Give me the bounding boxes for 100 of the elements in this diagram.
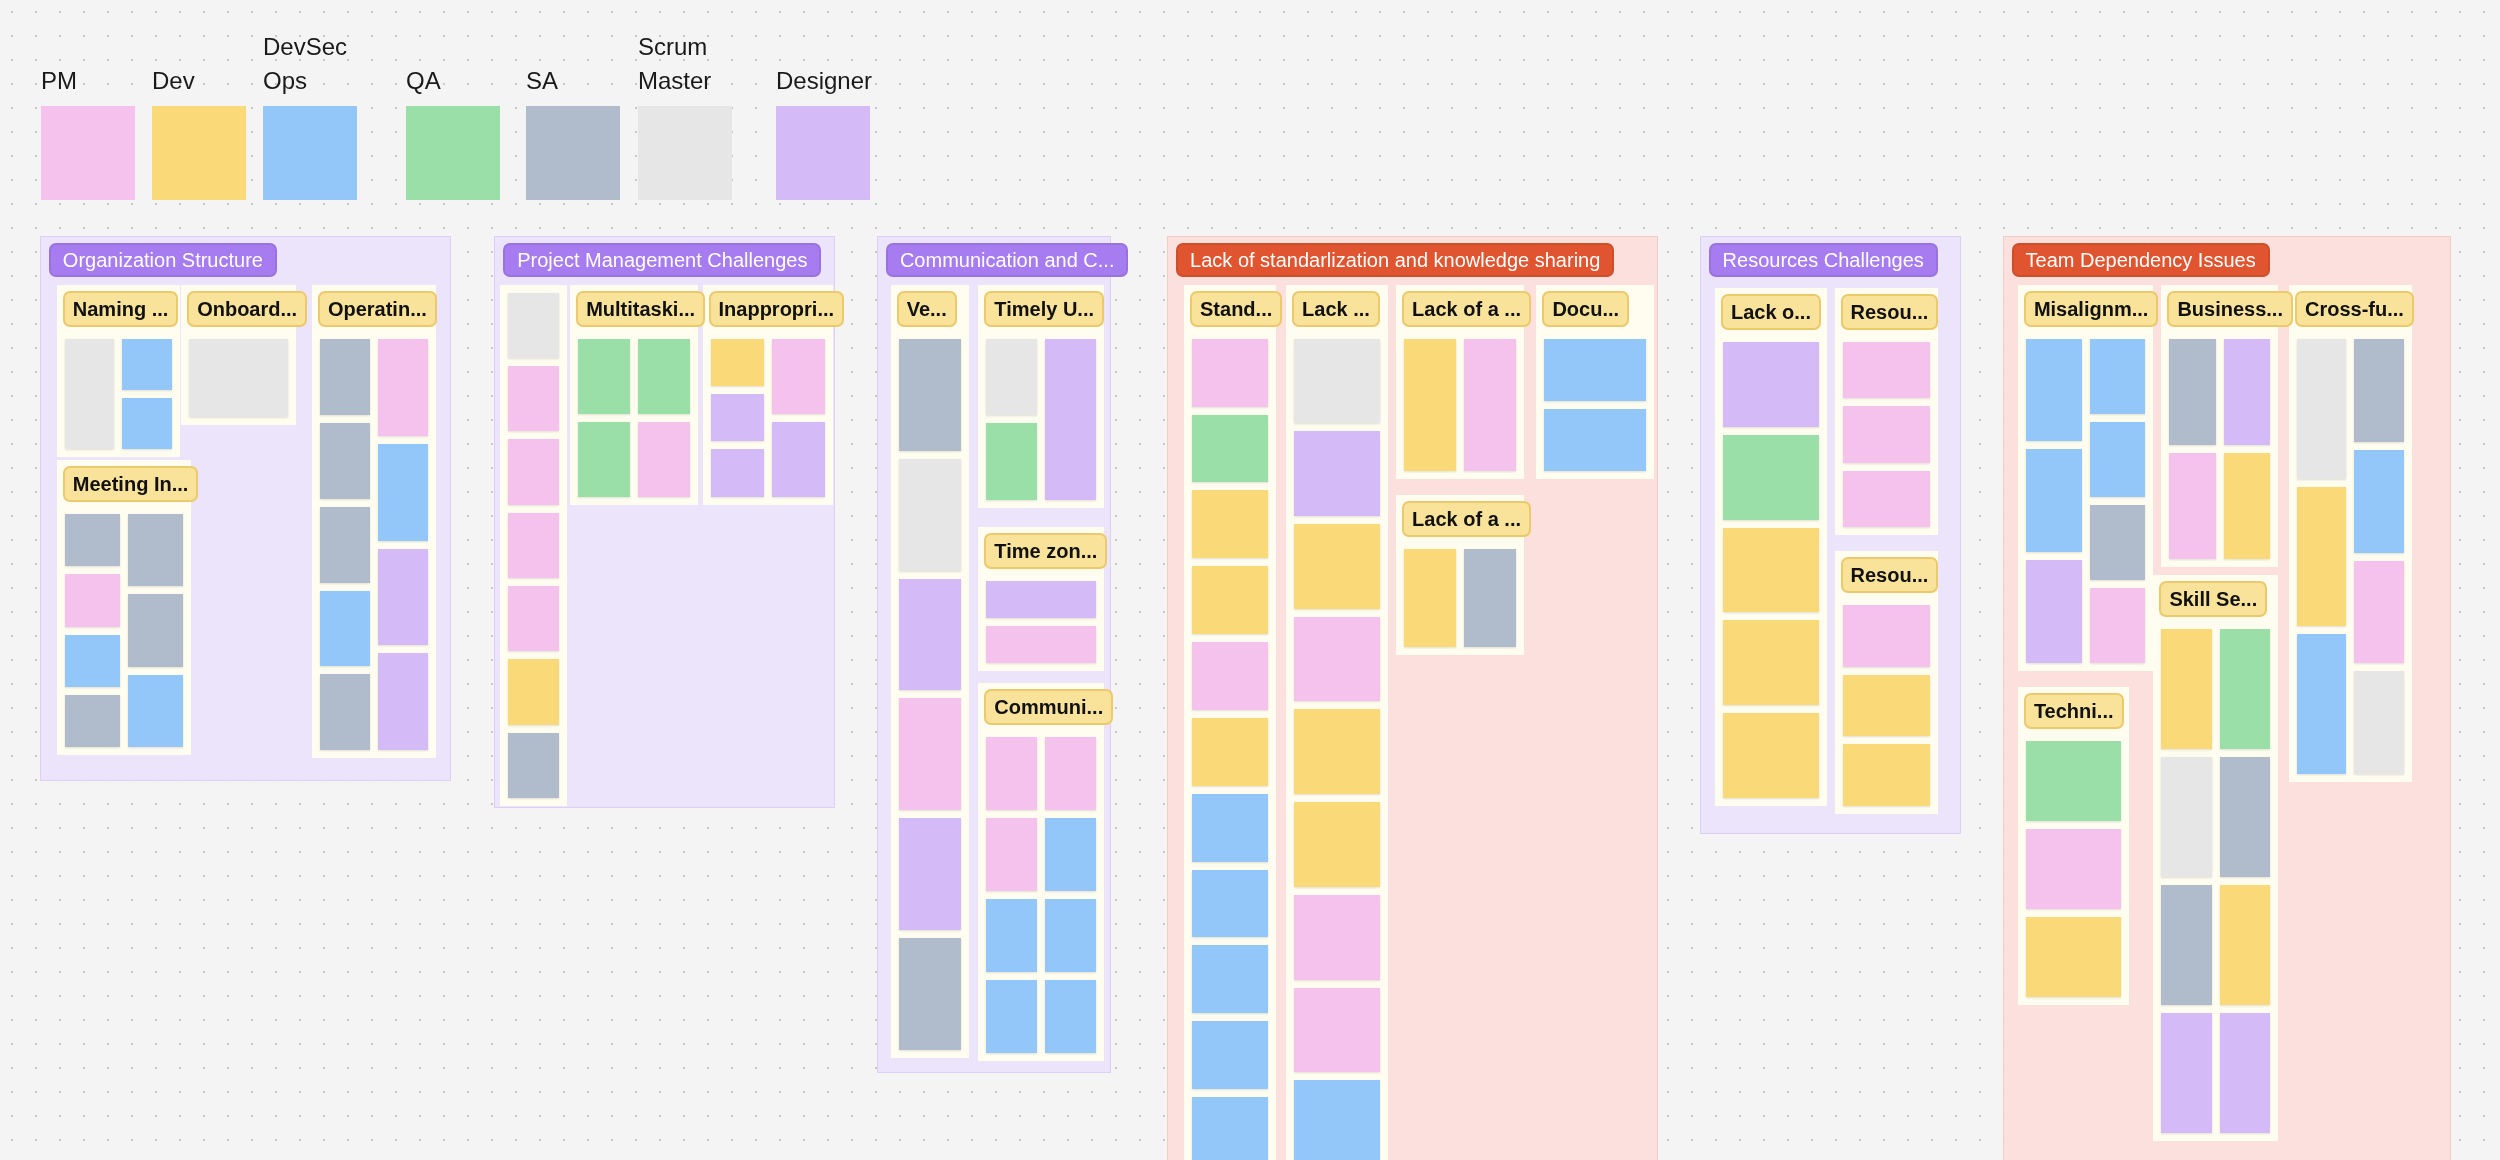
cluster-header: Stand...	[1190, 290, 1283, 327]
sticky-note	[1722, 713, 1819, 799]
sticky-note	[1544, 338, 1647, 402]
sticky-note	[637, 421, 690, 497]
cluster-panel	[1286, 284, 1389, 1160]
sticky-note	[898, 818, 961, 931]
sticky-note	[1192, 717, 1269, 786]
sticky-note	[1045, 899, 1097, 973]
sticky-note	[378, 338, 429, 436]
cluster-header: Communi...	[984, 689, 1114, 726]
sticky-note	[1404, 338, 1456, 472]
sticky-note	[127, 674, 183, 748]
section-area	[1699, 235, 1962, 834]
sticky-note	[1192, 1021, 1269, 1090]
sticky-note	[986, 899, 1038, 973]
cluster-header: Time zon...	[984, 533, 1108, 570]
sticky-note	[898, 458, 961, 571]
sticky-note	[986, 581, 1097, 618]
cluster-header: Inappropri...	[708, 290, 845, 327]
sticky-note	[2219, 1012, 2270, 1133]
sticky-note	[2161, 756, 2212, 877]
sticky-note	[1192, 869, 1269, 938]
sticky-note	[1294, 987, 1381, 1073]
cluster-header: Multitaski...	[576, 290, 706, 327]
cluster-panel	[2017, 686, 2130, 1006]
sticky-note	[319, 674, 371, 751]
sticky-note	[2354, 338, 2404, 442]
sticky-note	[1722, 434, 1819, 520]
cluster-panel	[1834, 551, 1939, 815]
sticky-note	[2354, 560, 2404, 664]
sticky-note	[1192, 642, 1269, 710]
sticky-note	[378, 443, 429, 541]
sticky-note	[771, 338, 826, 414]
section-area	[2002, 235, 2451, 1160]
sticky-note	[578, 421, 630, 497]
sticky-note	[898, 338, 961, 451]
sticky-note	[1294, 616, 1381, 702]
cluster-header: Lack of a ...	[1402, 501, 1531, 538]
sticky-note	[2025, 560, 2082, 663]
sticky-note	[1842, 674, 1931, 737]
cluster-header: Techni...	[2023, 692, 2124, 729]
sticky-note	[710, 394, 764, 442]
sticky-note	[2223, 338, 2270, 445]
sticky-note	[2296, 338, 2347, 479]
sticky-note	[122, 338, 172, 390]
sticky-note	[1722, 527, 1819, 613]
sticky-note	[1294, 802, 1381, 887]
cluster-panel	[311, 284, 437, 759]
sticky-note	[64, 338, 115, 449]
section-label: Organization Structure	[48, 242, 277, 277]
sticky-note	[2354, 671, 2404, 775]
sticky-note	[1842, 406, 1931, 463]
sticky-note	[710, 449, 764, 497]
sticky-note	[1294, 524, 1381, 609]
sticky-note	[986, 625, 1097, 663]
sticky-note	[771, 421, 826, 497]
cluster-header: Business...	[2167, 290, 2293, 327]
sticky-note	[2161, 1012, 2212, 1133]
sticky-note	[986, 737, 1038, 811]
sticky-note	[2223, 452, 2270, 559]
sticky-note	[127, 514, 183, 587]
sticky-note	[1192, 1097, 1269, 1160]
cluster-panel	[978, 527, 1105, 671]
cluster-header: Misalignm...	[2023, 290, 2159, 327]
cluster-header: Meeting In...	[62, 466, 199, 503]
cluster-header: Naming ...	[62, 290, 179, 327]
sticky-note	[2161, 884, 2212, 1005]
sticky-note	[508, 366, 559, 432]
section-area	[1167, 235, 1659, 1160]
sticky-note	[2025, 740, 2122, 821]
sticky-note	[378, 653, 429, 751]
sticky-note	[122, 397, 172, 449]
cluster-header: Ve...	[896, 290, 957, 327]
sticky-note	[2025, 828, 2122, 910]
sticky-note	[2169, 452, 2216, 559]
sticky-note	[64, 634, 120, 687]
section-label: Communication and C...	[885, 242, 1129, 277]
sticky-note	[1842, 342, 1931, 399]
sticky-note	[1463, 338, 1516, 472]
sticky-note	[2219, 884, 2270, 1005]
sticky-note	[2089, 421, 2146, 497]
sticky-note	[1842, 470, 1931, 528]
cluster-header: Resou...	[1840, 557, 1939, 594]
cluster-panel	[978, 284, 1105, 508]
sticky-note	[508, 732, 559, 799]
sticky-note	[1722, 342, 1819, 427]
sticky-note	[508, 439, 559, 505]
sticky-note	[1544, 409, 1647, 472]
sticky-note	[2089, 587, 2146, 663]
sticky-note	[64, 694, 120, 748]
cluster-header: Docu...	[1542, 290, 1630, 327]
sticky-note	[64, 574, 120, 627]
sticky-note	[2161, 628, 2212, 749]
sticky-note	[1294, 431, 1381, 517]
sticky-note	[986, 818, 1038, 892]
sticky-note	[2089, 338, 2146, 414]
sticky-note	[578, 338, 630, 414]
sticky-note	[2025, 917, 2122, 998]
sticky-note	[1842, 744, 1931, 807]
cluster-header: Cross-fu...	[2294, 290, 2414, 327]
